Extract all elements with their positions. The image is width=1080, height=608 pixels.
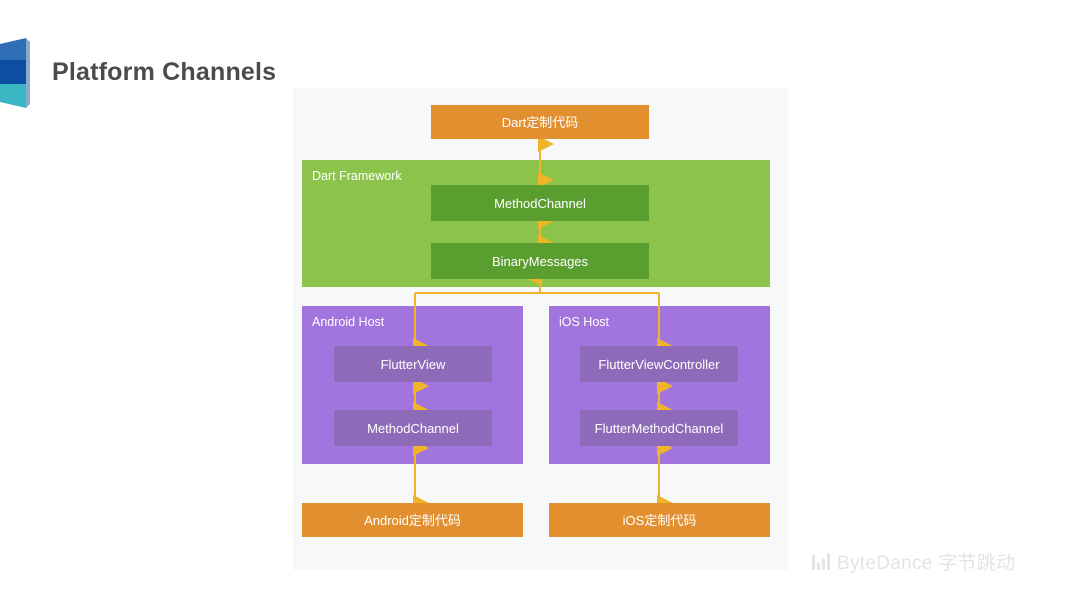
node-flutter-view-label: FlutterView bbox=[380, 356, 446, 372]
node-binary-messages[interactable]: BinaryMessages bbox=[431, 243, 649, 279]
platform-channels-diagram: Dart定制代码 Dart Framework MethodChannel Bi… bbox=[293, 88, 788, 570]
node-android-custom-code[interactable]: Android定制代码 bbox=[302, 503, 523, 537]
panel-android-host-label: Android Host bbox=[312, 315, 385, 329]
page-title: Platform Channels bbox=[52, 58, 277, 86]
node-method-channel-android-label: MethodChannel bbox=[367, 420, 459, 436]
bytedance-layered-logo-icon bbox=[0, 38, 30, 108]
bytedance-watermark: ByteDance 字节跳动 bbox=[812, 548, 1015, 575]
watermark-text: ByteDance 字节跳动 bbox=[837, 553, 1016, 574]
node-dart-custom-code-label: Dart定制代码 bbox=[501, 114, 579, 130]
node-method-channel-dart-label: MethodChannel bbox=[494, 195, 586, 211]
node-dart-custom-code[interactable]: Dart定制代码 bbox=[431, 105, 649, 139]
node-flutter-view-controller-label: FlutterViewController bbox=[598, 356, 720, 372]
node-method-channel-android[interactable]: MethodChannel bbox=[334, 410, 492, 446]
node-flutter-method-channel[interactable]: FlutterMethodChannel bbox=[580, 410, 738, 446]
node-binary-messages-label: BinaryMessages bbox=[491, 253, 589, 269]
node-flutter-method-channel-label: FlutterMethodChannel bbox=[594, 420, 724, 436]
node-ios-custom-code[interactable]: iOS定制代码 bbox=[549, 503, 770, 537]
bytedance-bars-icon bbox=[812, 553, 830, 570]
node-android-custom-code-label: Android定制代码 bbox=[364, 512, 461, 528]
node-method-channel-dart[interactable]: MethodChannel bbox=[431, 185, 649, 221]
node-ios-custom-code-label: iOS定制代码 bbox=[622, 512, 697, 528]
brand-logo-mark bbox=[0, 38, 34, 108]
panel-dart-framework-label: Dart Framework bbox=[312, 169, 402, 183]
node-flutter-view[interactable]: FlutterView bbox=[334, 346, 492, 382]
panel-ios-host-label: iOS Host bbox=[559, 315, 610, 329]
node-flutter-view-controller[interactable]: FlutterViewController bbox=[580, 346, 738, 382]
